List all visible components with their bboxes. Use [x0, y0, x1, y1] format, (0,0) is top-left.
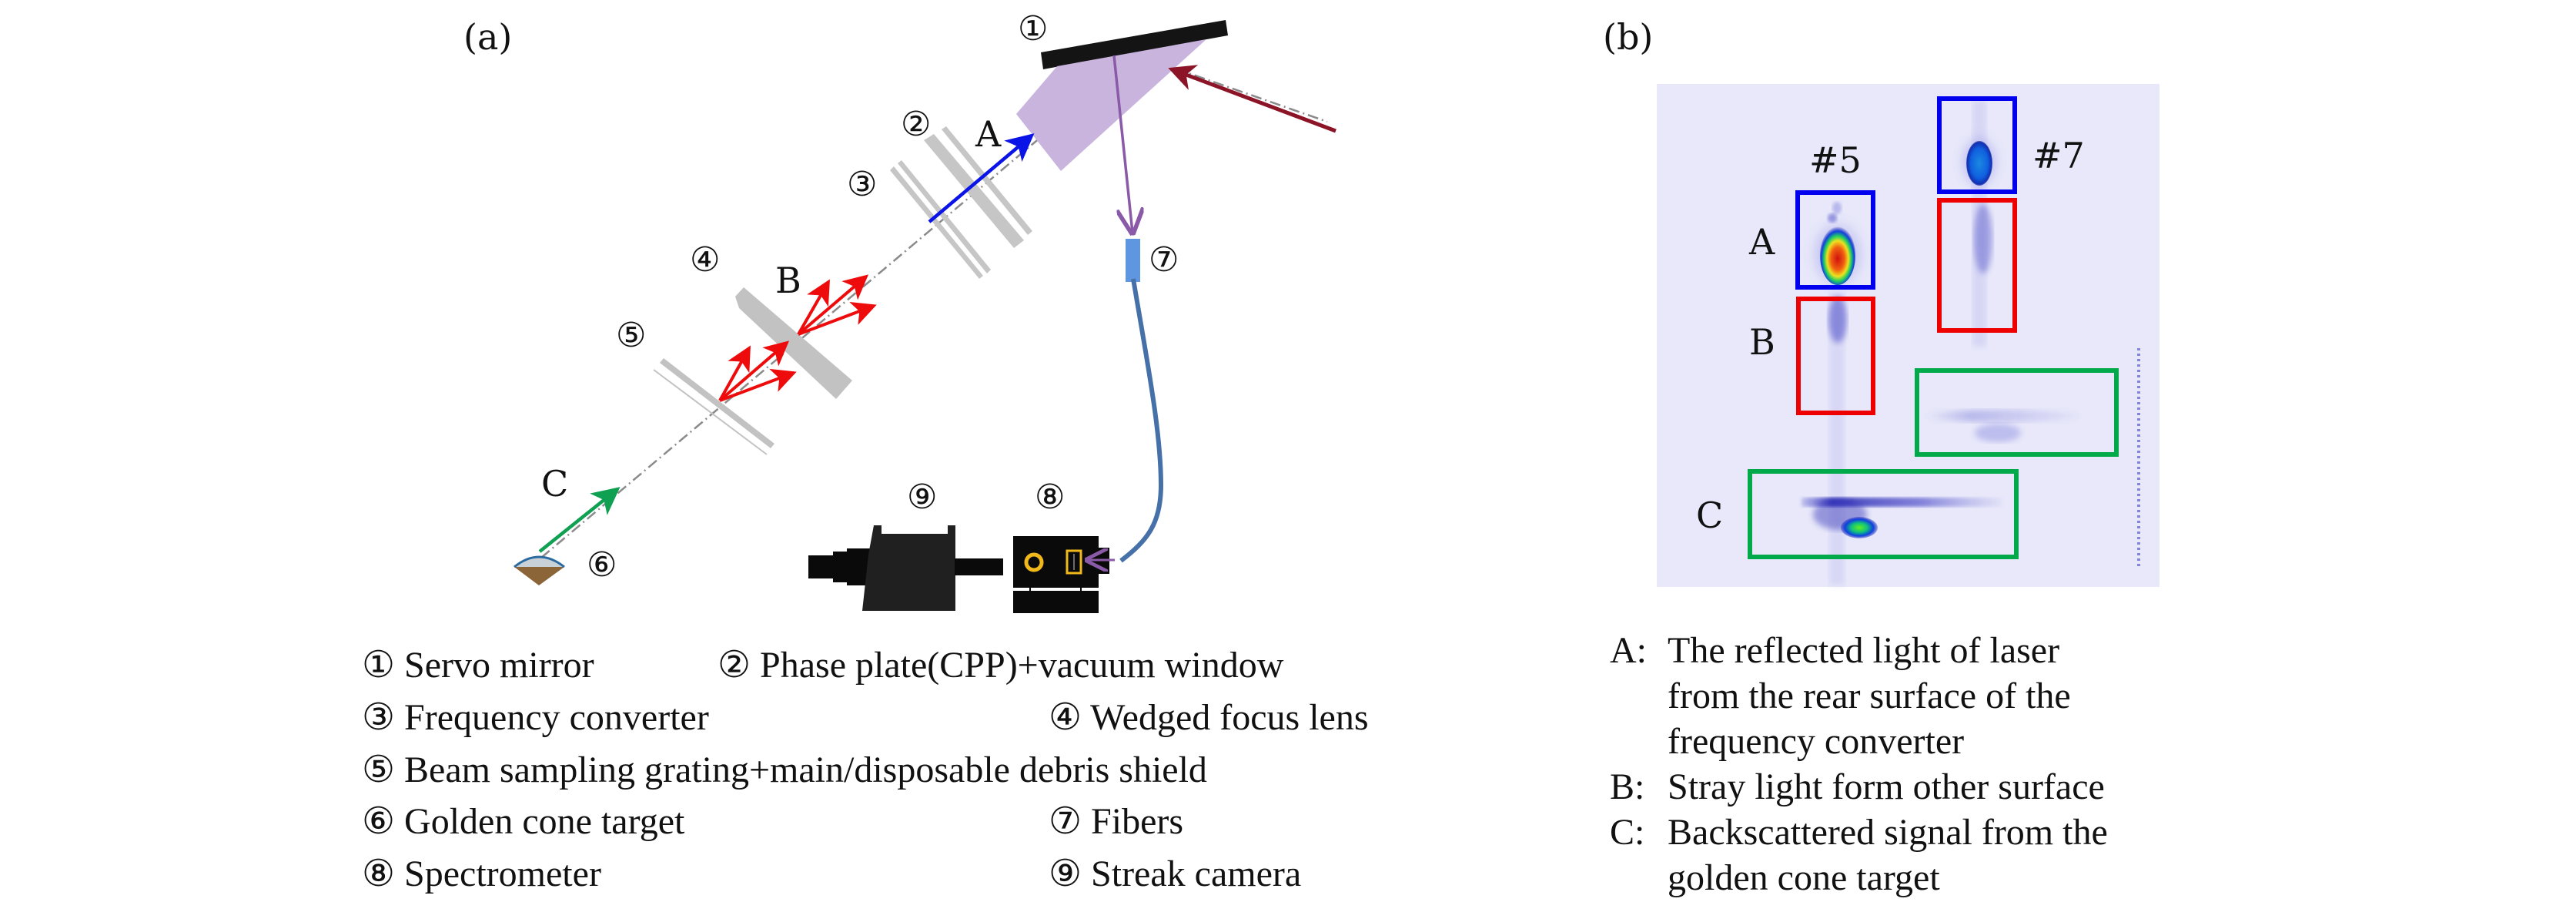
panel-b-label: (b): [1603, 16, 1653, 58]
panel-a: (a): [463, 9, 1337, 613]
legend-text: Wedged focus lens: [1090, 697, 1369, 738]
legend-text: Servo mirror: [404, 645, 594, 686]
legend-item-7: ⑦ Fibers: [1049, 803, 1183, 840]
signal-a-arrow: [928, 133, 1035, 223]
wedged-focus-lens: [735, 287, 852, 399]
legend-text: Beam sampling grating+main/disposable de…: [404, 749, 1207, 790]
legend-item-9: ⑨ Streak camera: [1049, 856, 1301, 893]
box-a-shot5: [1795, 190, 1875, 290]
description-a: A: The reflected light of laser from the …: [1610, 628, 2108, 764]
signal-b-arrows: [718, 274, 877, 402]
description-b: B: Stray light form other surface: [1610, 764, 2108, 810]
description-list: A: The reflected light of laser from the …: [1610, 628, 2108, 900]
legend-text: Golden cone target: [404, 801, 685, 842]
golden-cone-target: [514, 555, 565, 585]
fiber-head: [1126, 239, 1140, 282]
beam-sampling-grating: [653, 358, 774, 455]
description-key: C:: [1610, 812, 1645, 853]
streak-camera: [808, 525, 1003, 611]
spectrometer: [1013, 536, 1115, 613]
legend-item-4: ④ Wedged focus lens: [1049, 699, 1369, 736]
marker-grating: ⑤: [616, 316, 646, 355]
legend-item-6: ⑥ Golden cone target: [362, 803, 684, 840]
legend-item-5: ⑤ Beam sampling grating+main/disposable …: [362, 752, 1207, 789]
beam-label-a: A: [975, 113, 1002, 155]
legend-marker: ③: [362, 697, 396, 738]
servo-mirror: [1041, 20, 1228, 69]
legend-text: Phase plate(CPP)+vacuum window: [760, 645, 1284, 686]
legend-text: Frequency converter: [404, 697, 709, 738]
description-line: from the rear surface of the: [1668, 676, 2071, 716]
legend-item-3: ③ Frequency converter: [362, 699, 709, 736]
box-c-shot7: [1915, 368, 2119, 457]
box-c-shot5: [1748, 469, 2019, 559]
beam-label-b: B: [775, 260, 801, 301]
legend-marker: ①: [362, 645, 396, 686]
marker-spectrometer: ⑧: [1035, 478, 1065, 517]
marker-fibers: ⑦: [1149, 240, 1179, 280]
beam-label-c: C: [541, 463, 568, 505]
signal-c-arrow: [538, 487, 621, 553]
description-line: frequency converter: [1668, 721, 1965, 762]
legend-marker: ②: [718, 645, 751, 686]
box-b-shot7: [1937, 198, 2017, 333]
region-label-c: C: [1696, 495, 1723, 536]
legend-marker: ⑧: [362, 853, 396, 894]
fiber-pointer-arrow: [1112, 55, 1132, 233]
incident-beam-arrow: [1168, 65, 1337, 133]
legend-text: Spectrometer: [404, 853, 601, 894]
description-c: C: Backscattered signal from the golden c…: [1610, 810, 2108, 900]
marker-servo-mirror: ①: [1018, 9, 1048, 49]
region-label-a: A: [1748, 221, 1775, 263]
description-key: A:: [1610, 630, 1647, 671]
marker-frequency-converter: ③: [847, 165, 877, 204]
description-line: Backscattered signal from the: [1668, 812, 2108, 853]
frequency-converter: [890, 126, 1032, 279]
region-label-b: B: [1749, 321, 1775, 363]
legend-marker: ⑤: [362, 749, 396, 790]
legend-marker: ⑦: [1049, 801, 1082, 842]
legend-item-1: ① Servo mirror: [362, 647, 594, 684]
panel-a-label: (a): [463, 16, 512, 58]
legend-text: Streak camera: [1091, 853, 1302, 894]
description-line: Stray light form other surface: [1668, 766, 2105, 807]
marker-phase-plate: ②: [901, 105, 931, 144]
description-line: The reflected light of laser: [1668, 630, 2060, 671]
description-key: B:: [1610, 766, 1645, 807]
fiber-cable: [1119, 278, 1164, 563]
shot-label-5: #5: [1809, 139, 1862, 181]
marker-streak-camera: ⑨: [907, 478, 937, 517]
legend-item-2: ② Phase plate(CPP)+vacuum window: [718, 647, 1283, 684]
panel-b: (b): [1603, 16, 2159, 587]
legend-item-8: ⑧ Spectrometer: [362, 856, 601, 893]
signal-traces: [1802, 100, 2140, 585]
marker-target: ⑥: [587, 545, 617, 585]
description-line: golden cone target: [1668, 857, 1940, 898]
phase-plate-region: [1016, 39, 1206, 171]
legend-text: Fibers: [1091, 801, 1184, 842]
legend-marker: ⑥: [362, 801, 396, 842]
shot-label-7: #7: [2032, 135, 2085, 176]
box-b-shot5: [1796, 297, 1875, 415]
marker-focus-lens: ④: [690, 240, 720, 280]
legend-marker: ④: [1049, 697, 1082, 738]
box-a-shot7: [1937, 96, 2017, 194]
legend-marker: ⑨: [1049, 853, 1082, 894]
